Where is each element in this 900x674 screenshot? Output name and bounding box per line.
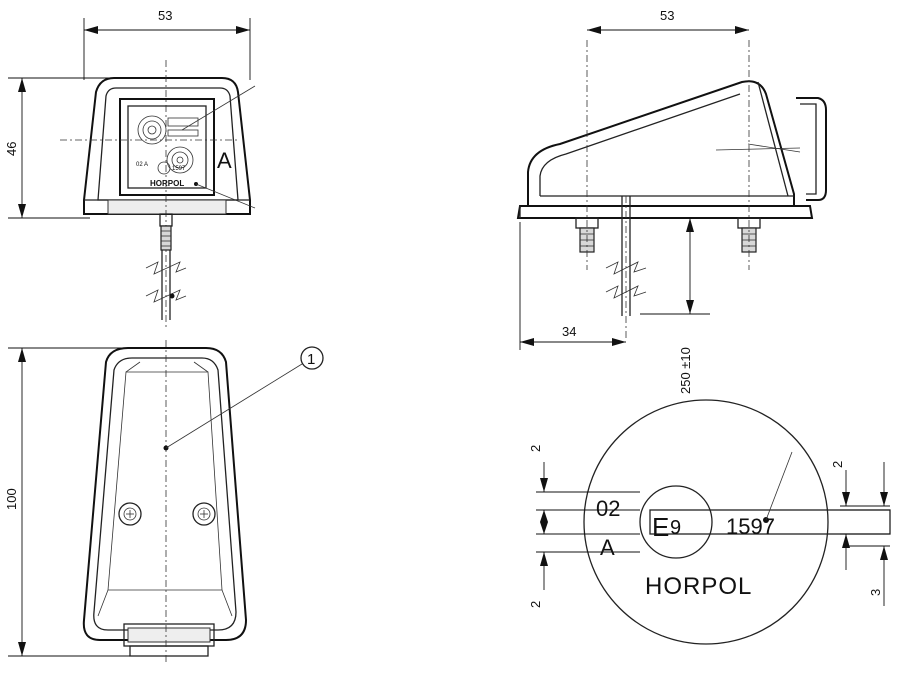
dim-side-width-label: 53 bbox=[660, 8, 674, 23]
side-housing-outline bbox=[527, 80, 795, 206]
dim-top-length: 100 bbox=[4, 347, 130, 657]
side-lens bbox=[796, 97, 827, 201]
callout-circle bbox=[300, 346, 324, 370]
marking-e-letter: E bbox=[652, 512, 669, 542]
top-housing-outline bbox=[82, 347, 248, 641]
front-lens-frame bbox=[119, 98, 215, 196]
lens-text-brand: HORPOL bbox=[150, 179, 184, 188]
dim-cable-length-label: 250 ±10 bbox=[678, 347, 693, 394]
lens-text-number: 1597 bbox=[172, 166, 186, 172]
marking-category: A bbox=[600, 535, 615, 560]
view-letter-a: A bbox=[217, 148, 232, 173]
dim-front-height-label: 46 bbox=[4, 142, 19, 156]
dim-cable-length: 250 ±10 bbox=[640, 218, 710, 394]
side-view bbox=[516, 40, 827, 340]
marking-brand: HORPOL bbox=[645, 573, 752, 600]
marking-approval-prefix: 02 bbox=[596, 496, 620, 521]
side-base-plate bbox=[516, 205, 814, 219]
dim-side-offset-label: 34 bbox=[562, 324, 576, 339]
detail-circle bbox=[583, 399, 829, 645]
detail-dim-left-bottom: 2 bbox=[528, 601, 543, 608]
front-view: 02 A 1597 HORPOL A bbox=[60, 60, 256, 330]
top-view: 1 bbox=[82, 340, 324, 664]
detail-dim-left-top: 2 bbox=[528, 445, 543, 452]
front-housing-outline bbox=[83, 77, 251, 215]
lens-text-approval: 02 A bbox=[136, 162, 148, 168]
detail-dim-right-3: 3 bbox=[868, 589, 883, 596]
dim-front-height: 46 bbox=[4, 77, 110, 219]
dim-side-offset: 34 bbox=[519, 222, 626, 350]
marking-e-number: 9 bbox=[670, 517, 681, 539]
detail-dim-right-2: 2 bbox=[830, 461, 845, 468]
dim-top-length-label: 100 bbox=[4, 488, 19, 510]
dim-side-width: 53 bbox=[587, 8, 749, 34]
dim-front-width: 53 bbox=[83, 8, 251, 80]
e-mark-circle bbox=[639, 485, 713, 559]
front-housing-inner bbox=[97, 87, 239, 201]
marking-detail: 02 A E 9 1597 HORPOL 2 2 2 bbox=[528, 399, 891, 645]
dim-front-width-label: 53 bbox=[158, 8, 172, 23]
callout-number: 1 bbox=[307, 351, 315, 368]
